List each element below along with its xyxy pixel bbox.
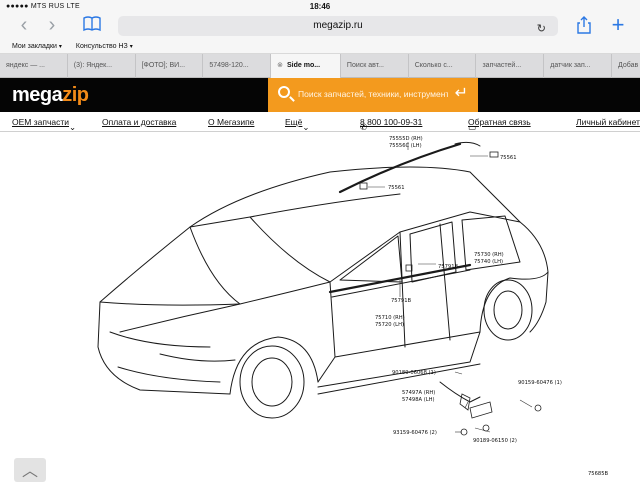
search-icon xyxy=(278,86,290,98)
label-90159-60476[interactable]: 90159-60476 (1) xyxy=(518,380,562,386)
label-75740[interactable]: 75740 (LH) xyxy=(474,259,503,265)
label-57497a[interactable]: 57497A (RH) xyxy=(402,390,435,396)
tab-item[interactable]: яндекс — ... xyxy=(0,54,68,78)
scroll-to-top-button[interactable]: ︿ xyxy=(14,458,46,482)
label-75791b-lower[interactable]: 75791B xyxy=(391,298,412,304)
menu-payment[interactable]: Оплата и доставка xyxy=(102,117,177,127)
chevron-down-icon: ⌄ xyxy=(302,122,310,132)
menu-more[interactable]: Ещё ⌄ xyxy=(285,117,310,132)
site-search[interactable]: Поиск запчастей, техники, инструментов ↵ xyxy=(268,78,478,112)
chevron-down-icon: ⌄ xyxy=(69,122,77,132)
label-75720[interactable]: 75720 (LH) xyxy=(375,322,404,328)
new-tab-icon[interactable]: + xyxy=(611,12,625,37)
tab-item[interactable]: (3): Яндек... xyxy=(68,54,136,78)
tab-strip: яндекс — ... (3): Яндек... [ФОТО]; ВИ...… xyxy=(0,54,640,78)
tab-item[interactable]: [ФОТО]; ВИ... xyxy=(136,54,204,78)
chevron-down-icon: ▾ xyxy=(129,44,133,50)
address-bar[interactable]: megazip.ru ↻ xyxy=(118,16,558,36)
menu-about[interactable]: О Мегазипе xyxy=(208,117,255,127)
tab-item[interactable]: запчастей... xyxy=(476,54,545,78)
label-75791b[interactable]: 75791B xyxy=(438,264,459,270)
carrier-signal: ●●●●● MTS RUS LTE xyxy=(6,2,80,10)
enter-arrow-icon[interactable]: ↵ xyxy=(454,85,468,102)
chevron-down-icon: ▾ xyxy=(58,44,62,50)
label-57498a[interactable]: 57498A (LH) xyxy=(402,397,435,403)
label-75561-a[interactable]: 75561 xyxy=(500,155,517,161)
label-90189-06150[interactable]: 90189-06150 (2) xyxy=(473,438,517,444)
bookmarks-bar: Мои закладки ▾ Консульство НЗ ▾ xyxy=(0,40,640,54)
back-icon[interactable]: ‹ xyxy=(20,14,28,36)
tab-item[interactable]: Поиск авт... xyxy=(341,54,409,78)
forward-icon[interactable]: › xyxy=(48,14,56,36)
tab-item-active[interactable]: ⊗Side mo... xyxy=(271,54,341,78)
status-bar: ●●●●● MTS RUS LTE 18:46 xyxy=(0,0,640,12)
megazip-logo[interactable]: megazip xyxy=(12,84,89,106)
chat-icon: ▭ xyxy=(468,122,477,132)
bookmark-consulate[interactable]: Консульство НЗ ▾ xyxy=(75,43,133,50)
label-93159-60476[interactable]: 93159-60476 (2) xyxy=(393,430,437,436)
tab-item[interactable]: 57498-120... xyxy=(203,54,272,78)
menu-feedback[interactable]: ▭ Обратная связь xyxy=(468,117,531,132)
label-75561-b[interactable]: 75561 xyxy=(388,185,405,191)
search-input[interactable]: Поиск запчастей, техники, инструментов xyxy=(298,89,448,99)
tab-item[interactable]: датчик зап... xyxy=(544,54,613,78)
bookmarks-icon[interactable] xyxy=(82,16,102,36)
url-text: megazip.ru xyxy=(313,20,363,31)
parts-diagram: 75555D (RH) 75556C (LH) 75561 75561 7573… xyxy=(0,132,640,488)
chevron-up-icon: ︿ xyxy=(21,463,38,480)
site-header: megazip Поиск запчастей, техники, инстру… xyxy=(0,78,640,112)
browser-toolbar: ‹ › megazip.ru ↻ + xyxy=(0,12,640,40)
label-75556[interactable]: 75556C (LH) xyxy=(389,143,422,149)
label-75555[interactable]: 75555D (RH) xyxy=(389,136,423,142)
car-diagram-svg: 75555D (RH) 75556C (LH) 75561 75561 7573… xyxy=(97,136,609,477)
label-90189-06068[interactable]: 90189-06068 (1) xyxy=(392,370,436,376)
close-tab-icon[interactable]: ⊗ xyxy=(277,62,283,69)
menu-phone[interactable]: ✆ 8 800 100-09-31 xyxy=(360,117,423,132)
share-icon[interactable] xyxy=(574,16,594,36)
tab-item[interactable]: Добав xyxy=(618,62,639,69)
tab-item[interactable]: Сколько с... xyxy=(409,54,477,78)
menu-account[interactable]: Личный кабинет xyxy=(576,117,640,127)
menu-oem-parts[interactable]: OEM запчасти ⌄ xyxy=(12,117,77,132)
label-75710[interactable]: 75710 (RH) xyxy=(375,315,405,321)
bookmark-my-bookmarks[interactable]: Мои закладки ▾ xyxy=(12,43,62,50)
label-75730[interactable]: 75730 (RH) xyxy=(474,252,504,258)
site-menu: OEM запчасти ⌄ Оплата и доставка О Мегаз… xyxy=(0,112,640,132)
reload-icon[interactable]: ↻ xyxy=(536,23,546,35)
clock: 18:46 xyxy=(309,1,331,11)
phone-icon: ✆ xyxy=(360,122,368,132)
diagram-reference-code: 75685B xyxy=(588,471,609,477)
